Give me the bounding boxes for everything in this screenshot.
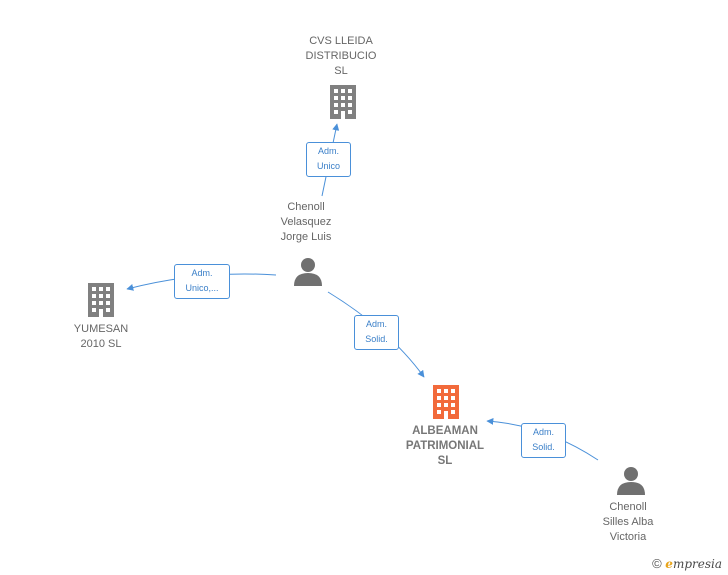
edge-label-jorge-cvs[interactable]: Adm. Unico [306, 142, 351, 177]
edge-label-alba-albeaman[interactable]: Adm. Solid. [521, 423, 566, 458]
node-label-yumesan[interactable]: YUMESAN 2010 SL [73, 323, 129, 350]
node-label-chenoll-jorge[interactable]: Chenoll Velasquez Jorge Luis [280, 201, 332, 243]
edge-label-jorge-yumesan[interactable]: Adm. Unico,... [174, 264, 230, 299]
person-icon[interactable] [293, 256, 323, 286]
node-label-chenoll-alba[interactable]: Chenoll Silles Alba Victoria [602, 501, 654, 543]
copyright-brand: © empresia [652, 556, 722, 571]
building-icon[interactable] [86, 283, 116, 317]
node-label-cvs[interactable]: CVS LLEIDA DISTRIBUCIO SL [305, 35, 377, 77]
copyright-symbol: © [652, 556, 662, 571]
building-icon[interactable] [328, 85, 358, 119]
edge-label-jorge-albeaman[interactable]: Adm. Solid. [354, 315, 399, 350]
node-label-albeaman[interactable]: ALBEAMAN PATRIMONIAL SL [405, 425, 485, 467]
building-icon[interactable] [431, 385, 461, 419]
brand-logo: empresia [665, 557, 722, 571]
person-icon[interactable] [616, 465, 646, 495]
